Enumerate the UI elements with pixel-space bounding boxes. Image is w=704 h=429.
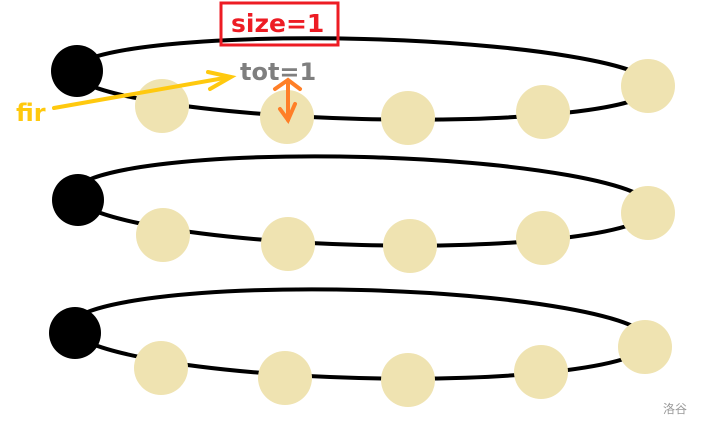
fir-arrow xyxy=(52,70,237,110)
head-node-1 xyxy=(51,45,103,97)
ring-3-node-2 xyxy=(258,351,312,405)
ring-2-node-4 xyxy=(516,211,570,265)
head-node-3 xyxy=(49,307,101,359)
ring-1-node-4 xyxy=(516,85,570,139)
tot-double-arrow xyxy=(273,77,302,124)
ring-3-node-1 xyxy=(134,341,188,395)
fir-label: fir xyxy=(16,99,46,127)
watermark: 洛谷 xyxy=(663,401,687,416)
ring-3-node-4 xyxy=(514,345,568,399)
ring-3-node-3 xyxy=(381,353,435,407)
ring-2-node-5 xyxy=(621,186,675,240)
size-label-box xyxy=(219,1,340,47)
tot-label: tot=1 xyxy=(240,58,316,86)
head-node-2 xyxy=(52,174,104,226)
ring-2-node-1 xyxy=(136,208,190,262)
ring-3-node-5 xyxy=(618,320,672,374)
size-label: size=1 xyxy=(231,9,324,38)
ring-2-node-3 xyxy=(383,219,437,273)
ring-2-node-2 xyxy=(261,217,315,271)
ring-1-node-5 xyxy=(621,59,675,113)
ring-1-node-3 xyxy=(381,91,435,145)
